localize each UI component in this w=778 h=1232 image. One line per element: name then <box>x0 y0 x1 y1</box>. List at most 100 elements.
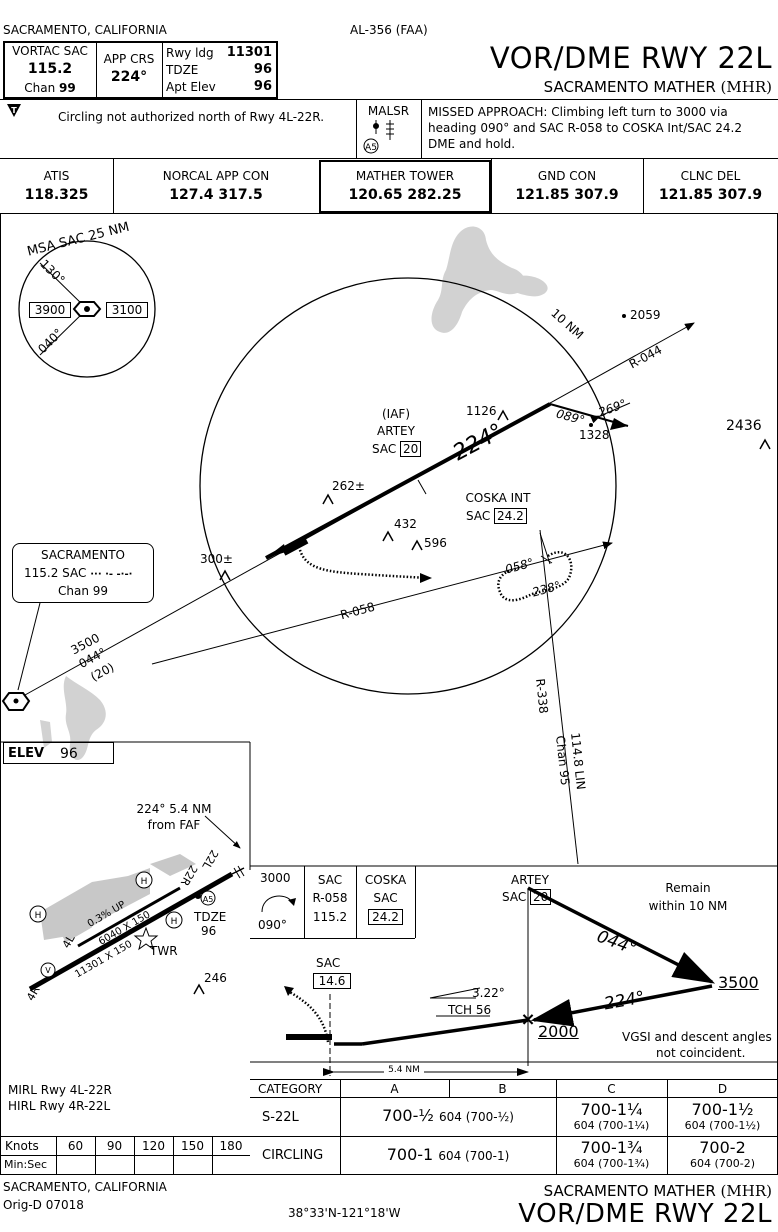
profile-coska-sac: SAC <box>373 891 398 905</box>
gnd-con-freq: 121.85 307.9 <box>515 187 619 203</box>
min-header-b: B <box>498 1082 507 1096</box>
profile-freq: 115.2 <box>312 910 348 924</box>
final-approach-course <box>265 402 551 560</box>
tdze-label: TDZE <box>166 63 199 77</box>
msa-circle <box>18 240 156 378</box>
missed-approach-text: MISSED APPROACH: Climbing left turn to 3… <box>428 105 742 151</box>
app-con-freq: 127.4 317.5 <box>169 187 263 203</box>
remain-note-2: within 10 NM <box>648 899 728 913</box>
row-s22l-ab: 700-½ 604 (700-½) <box>382 1106 514 1125</box>
obstacle-2436: 2436 <box>726 418 762 434</box>
apt-elev-value: 96 <box>253 79 272 94</box>
hold-turn-icon <box>261 895 296 913</box>
approach-lighting-icon: A5 <box>363 120 394 154</box>
coska-fix: SAC 24.2 <box>466 508 527 524</box>
iaf-name: ARTEY <box>377 424 415 438</box>
min-header-c: C <box>607 1082 616 1096</box>
svg-text:V: V <box>45 966 51 975</box>
faf-note-2: from FAF <box>147 818 201 832</box>
vortac-frequency: 115.2 <box>27 61 73 77</box>
tower-label: MATHER TOWER <box>355 169 455 183</box>
lighting-label: MALSR <box>367 104 410 118</box>
obstacle-1328: 1328 <box>579 428 610 442</box>
obstacle-262: 262± <box>332 479 365 493</box>
app-con-label: NORCAL APP CON <box>162 169 270 183</box>
row-circling-ab: 700-1 604 (700-1) <box>386 1145 510 1164</box>
vortac-channel: Chan 99 <box>24 81 76 95</box>
hold-altitude: 3000 <box>260 871 291 885</box>
clnc-del-label: CLNC DEL <box>680 169 741 183</box>
svg-text:H: H <box>35 911 42 921</box>
sdf-dme: 14.6 <box>313 973 351 989</box>
app-crs-value: 224° <box>110 69 148 85</box>
svg-text:H: H <box>171 917 178 927</box>
footer-coords: 38°33'N-121°18'W <box>288 1206 401 1220</box>
svg-text:T: T <box>11 106 17 115</box>
profile-view: × <box>250 886 778 1076</box>
profile-distance: 5.4 NM <box>384 1066 424 1075</box>
speed-60: 60 <box>67 1139 84 1153</box>
sdf-sac: SAC <box>316 956 341 970</box>
profile-alt-3500: 3500 <box>718 973 759 992</box>
speed-150: 150 <box>181 1139 204 1153</box>
profile-alt-2000: 2000 <box>538 1022 579 1041</box>
msa-alt-left: 3900 <box>29 302 71 318</box>
row-circling-c-main: 700-1¾ <box>580 1138 643 1157</box>
airport-name: SACRAMENTO MATHER (MHR) <box>543 78 772 96</box>
rwy-ldg-label: Rwy ldg <box>166 46 214 60</box>
hirl-note: HIRL Rwy 4R-22L <box>8 1099 111 1113</box>
speed-120: 120 <box>142 1139 165 1153</box>
profile-artey: ARTEY <box>511 873 549 887</box>
approach-title: VOR/DME RWY 22L <box>489 41 772 75</box>
profile-r058: R-058 <box>312 891 348 905</box>
profile-sac: SAC <box>317 873 343 887</box>
row-s22l-d-main: 700-1½ <box>691 1100 754 1119</box>
knots-label: Knots <box>5 1139 39 1153</box>
iaf-label: (IAF) <box>381 407 410 421</box>
non-standard-takeoff-icon: T <box>7 104 21 117</box>
gnd-con-label: GND CON <box>537 169 597 183</box>
vortac-sac-symbol <box>1 692 31 711</box>
rwy-ldg-value: 11301 <box>226 45 272 60</box>
coska-name: COSKA INT <box>465 491 531 505</box>
remain-note-1: Remain <box>665 881 711 895</box>
faf-note-1: 224° 5.4 NM <box>136 802 212 816</box>
min-header-category: CATEGORY <box>258 1082 323 1096</box>
atis-label: ATIS <box>43 169 70 183</box>
outbound-leg <box>527 886 716 984</box>
navaid-freq: 115.2 SAC ··· ·- -·-· <box>24 566 133 580</box>
diagram-tdze-label: TDZE <box>194 910 227 924</box>
vgsi-note-2: not coincident. <box>656 1046 746 1060</box>
obstacle-300: 300± <box>200 552 233 566</box>
navaid-box <box>12 543 154 603</box>
apt-elev-label: Apt Elev <box>166 80 216 94</box>
elev-value: 96 <box>60 746 78 762</box>
tower-icon <box>133 926 159 951</box>
obstacle-1126: 1126 <box>466 404 497 418</box>
row-s22l-c-main: 700-1¼ <box>580 1100 643 1119</box>
plan-view <box>0 226 778 870</box>
circling-note: Circling not authorized north of Rwy 4L-… <box>58 110 325 124</box>
mirl-note: MIRL Rwy 4L-22R <box>8 1083 112 1097</box>
hold-heading: 090° <box>258 918 287 932</box>
svg-text:H: H <box>141 877 148 887</box>
tower-freq: 120.65 282.25 <box>348 187 462 203</box>
obstacle-596: 596 <box>424 536 447 550</box>
obstacle-246-icon <box>193 983 205 995</box>
ten-nm-ring <box>199 277 617 695</box>
elev-label: ELEV <box>8 746 45 761</box>
vgsi-note-1: VGSI and descent angles <box>622 1030 772 1044</box>
navaid-channel: Chan 99 <box>57 584 109 598</box>
radial-338-line <box>539 529 579 865</box>
inbound-leg <box>530 984 713 1027</box>
radial-058-line <box>151 541 613 665</box>
runway-profile <box>286 1034 332 1040</box>
diagram-obstacle-246: 246 <box>204 971 227 985</box>
footer-title: VOR/DME RWY 22L <box>518 1199 772 1229</box>
hold-pattern <box>497 550 573 602</box>
iaf-fix: SAC 20 <box>372 441 422 457</box>
atis-freq: 118.325 <box>24 187 89 203</box>
tower-frequency-box <box>319 160 491 213</box>
footer-orig: Orig-D 07018 <box>3 1198 84 1212</box>
row-circling-c-sub: 604 (700-1¾) <box>573 1157 650 1170</box>
